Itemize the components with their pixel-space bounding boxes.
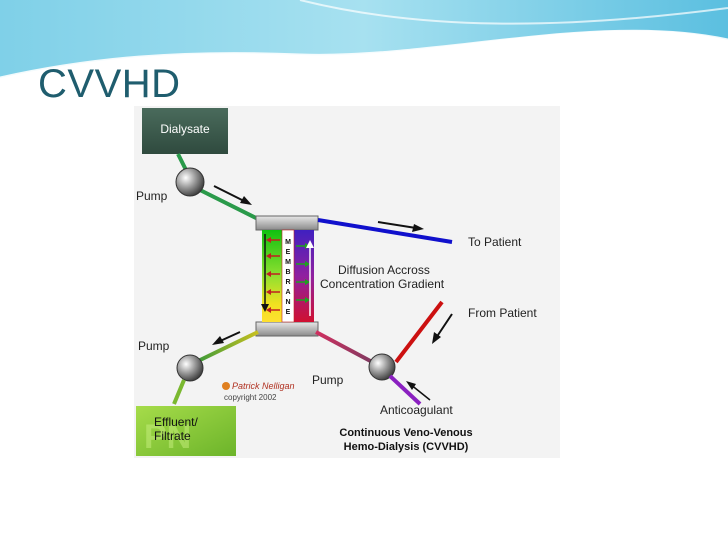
flow-arrow-to-patient xyxy=(377,221,417,229)
dialysate-to-filter-line xyxy=(191,184,261,222)
to-patient-label: To Patient xyxy=(468,235,522,249)
anticoagulant-line xyxy=(388,374,422,406)
pump-bottom-right-icon xyxy=(368,353,396,381)
effluent-line xyxy=(195,330,259,364)
effluent-label-line2: Filtrate xyxy=(154,429,191,443)
header-wave-banner xyxy=(0,0,728,80)
flow-arrow-dialysate-head xyxy=(240,196,252,205)
membrane-letter: E xyxy=(286,249,291,256)
filter-bottom-cap xyxy=(255,321,319,337)
membrane-strip xyxy=(281,229,295,323)
to-patient-line xyxy=(317,218,453,244)
flow-arrow-from-patient-head xyxy=(432,332,441,344)
membrane-letter: A xyxy=(285,289,290,296)
slide-title: CVVHD xyxy=(38,62,181,106)
filter-dialysate-side xyxy=(262,230,284,322)
flow-arrow-to-patient-head xyxy=(412,224,424,232)
filter-blood-side xyxy=(292,230,314,322)
membrane-label: M E M B R A N E xyxy=(285,239,291,316)
membrane-letter: N xyxy=(285,299,290,306)
filter-top-cap xyxy=(255,215,319,231)
flow-arrow-from-patient xyxy=(435,313,453,339)
effluent-box-watermark: PN xyxy=(144,418,191,456)
flow-arrow-dialysate xyxy=(213,185,247,203)
membrane-letter: M xyxy=(285,259,291,266)
from-patient-label: From Patient xyxy=(468,306,537,320)
copyright-label: copyright 2002 xyxy=(224,393,277,402)
blood-return-line xyxy=(315,330,377,366)
membrane-letter: M xyxy=(285,239,291,246)
membrane-letter: R xyxy=(285,279,290,286)
pump-bottom-right-label: Pump xyxy=(312,373,344,387)
diffusion-label-line1: Diffusion Accross xyxy=(338,263,430,277)
effluent-to-bag-line xyxy=(172,379,186,405)
membrane-letter: B xyxy=(285,269,290,276)
anticoagulant-label: Anticoagulant xyxy=(380,403,453,417)
dialysate-down-arrow-head xyxy=(261,304,269,312)
pump-bottom-left-icon xyxy=(176,354,204,382)
flow-arrow-anticoagulant-head xyxy=(406,381,416,390)
author-signature: Patrick Nelligan xyxy=(232,381,295,391)
membrane-letter: E xyxy=(286,309,291,316)
dialysate-box xyxy=(142,108,228,154)
blood-up-arrow-head xyxy=(306,240,314,248)
diffusion-label-line2: Concentration Gradient xyxy=(320,277,445,291)
cvvhd-diagram: Dialysate Pump M E M B R xyxy=(134,106,560,458)
effluent-box xyxy=(136,406,236,456)
caption-line2: Hemo-Dialysis (CVVHD) xyxy=(344,441,469,453)
pump-bottom-left-label: Pump xyxy=(138,339,170,353)
author-logo-icon xyxy=(222,382,230,390)
dialysate-label: Dialysate xyxy=(160,122,210,136)
pump-top-icon xyxy=(175,167,205,197)
caption-line1: Continuous Veno-Venous xyxy=(339,427,472,439)
flow-arrow-effluent-head xyxy=(212,336,224,345)
pump-top-label: Pump xyxy=(136,189,168,203)
cvvhd-diagram-svg: Dialysate Pump M E M B R xyxy=(136,108,537,456)
from-patient-line xyxy=(394,300,444,364)
effluent-label-line1: Effluent/ xyxy=(154,415,198,429)
